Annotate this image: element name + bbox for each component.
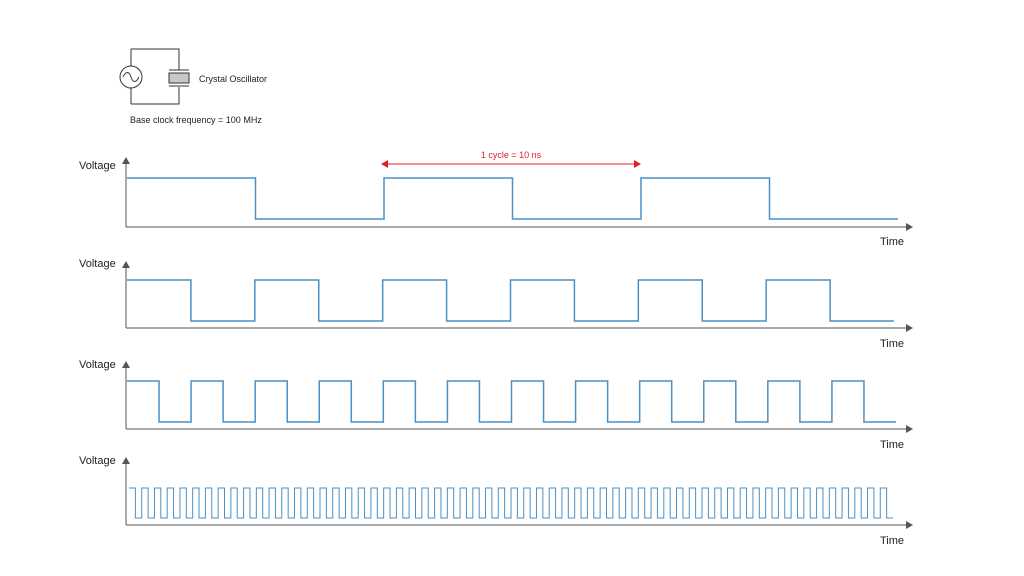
voltage-axis-label: Voltage	[79, 359, 116, 371]
waveform-3: Voltage Time	[79, 359, 913, 451]
waveform-4: Voltage Time	[79, 455, 913, 547]
waveform-2: Voltage Time	[79, 258, 913, 350]
oscillator-label: Crystal Oscillator	[199, 74, 267, 84]
time-axis-label: Time	[880, 535, 904, 547]
square-wave	[127, 177, 898, 220]
circuit-wire	[131, 87, 180, 105]
voltage-axis-label: Voltage	[79, 258, 116, 270]
time-axis-label: Time	[880, 236, 904, 248]
waveform-1: Voltage Time	[79, 157, 913, 248]
base-clock-frequency: Base clock frequency = 100 MHz	[130, 115, 262, 125]
square-wave	[127, 279, 894, 322]
circuit-wire	[131, 48, 180, 70]
voltage-axis-label: Voltage	[79, 160, 116, 172]
square-wave	[127, 380, 896, 423]
square-wave	[129, 487, 893, 519]
time-axis-label: Time	[880, 338, 904, 350]
voltage-axis-label: Voltage	[79, 455, 116, 467]
oscillator-circuit	[119, 48, 190, 105]
crystal-icon	[168, 69, 190, 87]
time-axis-label: Time	[880, 439, 904, 451]
ac-source-icon	[119, 65, 143, 89]
cycle-label: 1 cycle = 10 ns	[481, 150, 542, 160]
